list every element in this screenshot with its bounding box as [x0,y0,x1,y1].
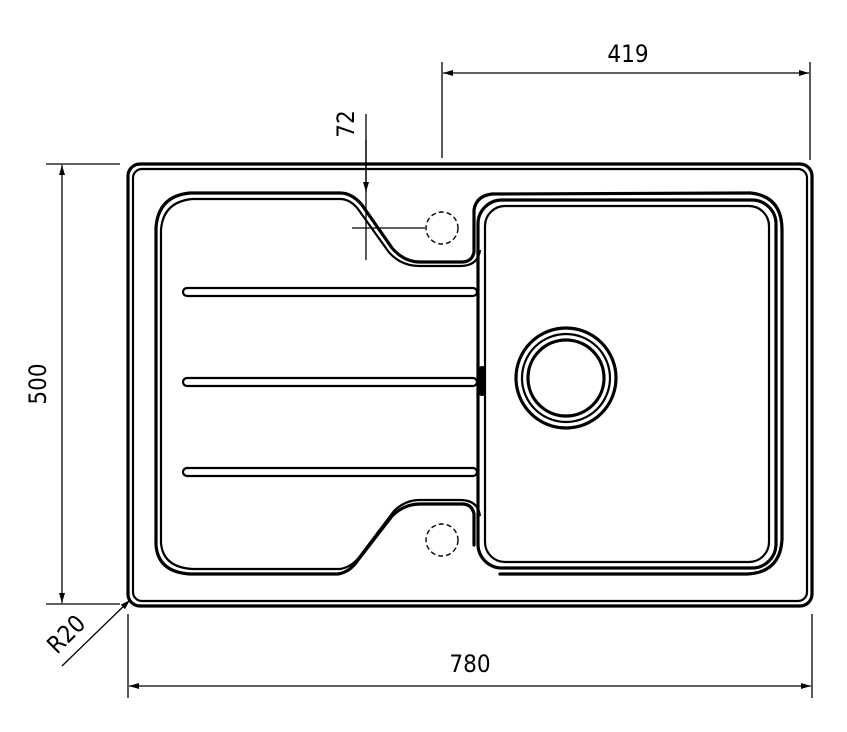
drainer-board-outline-inner [159,197,482,571]
radius-leader [61,599,131,667]
height-label: 500 [24,363,52,404]
drain-outer [514,326,618,430]
drain-middle [520,332,612,424]
drainer-rib [181,466,479,478]
drainer-rib [181,376,479,388]
drainer-board-outline [154,191,752,576]
bowl-width-label: 419 [607,40,648,68]
radius-label: R20 [41,609,91,659]
tap-hole-bottom [425,523,459,557]
overflow-slot [478,366,486,396]
sink-outer-edge [126,162,814,608]
tap-offset-label: 72 [332,110,360,137]
width-label: 780 [449,650,490,678]
drainer-rib [181,286,479,298]
bowl-outer-rim [498,191,784,576]
drain-inner [526,338,606,418]
tap-hole-top [425,211,459,245]
sink-outer-edge-inner [131,167,809,603]
